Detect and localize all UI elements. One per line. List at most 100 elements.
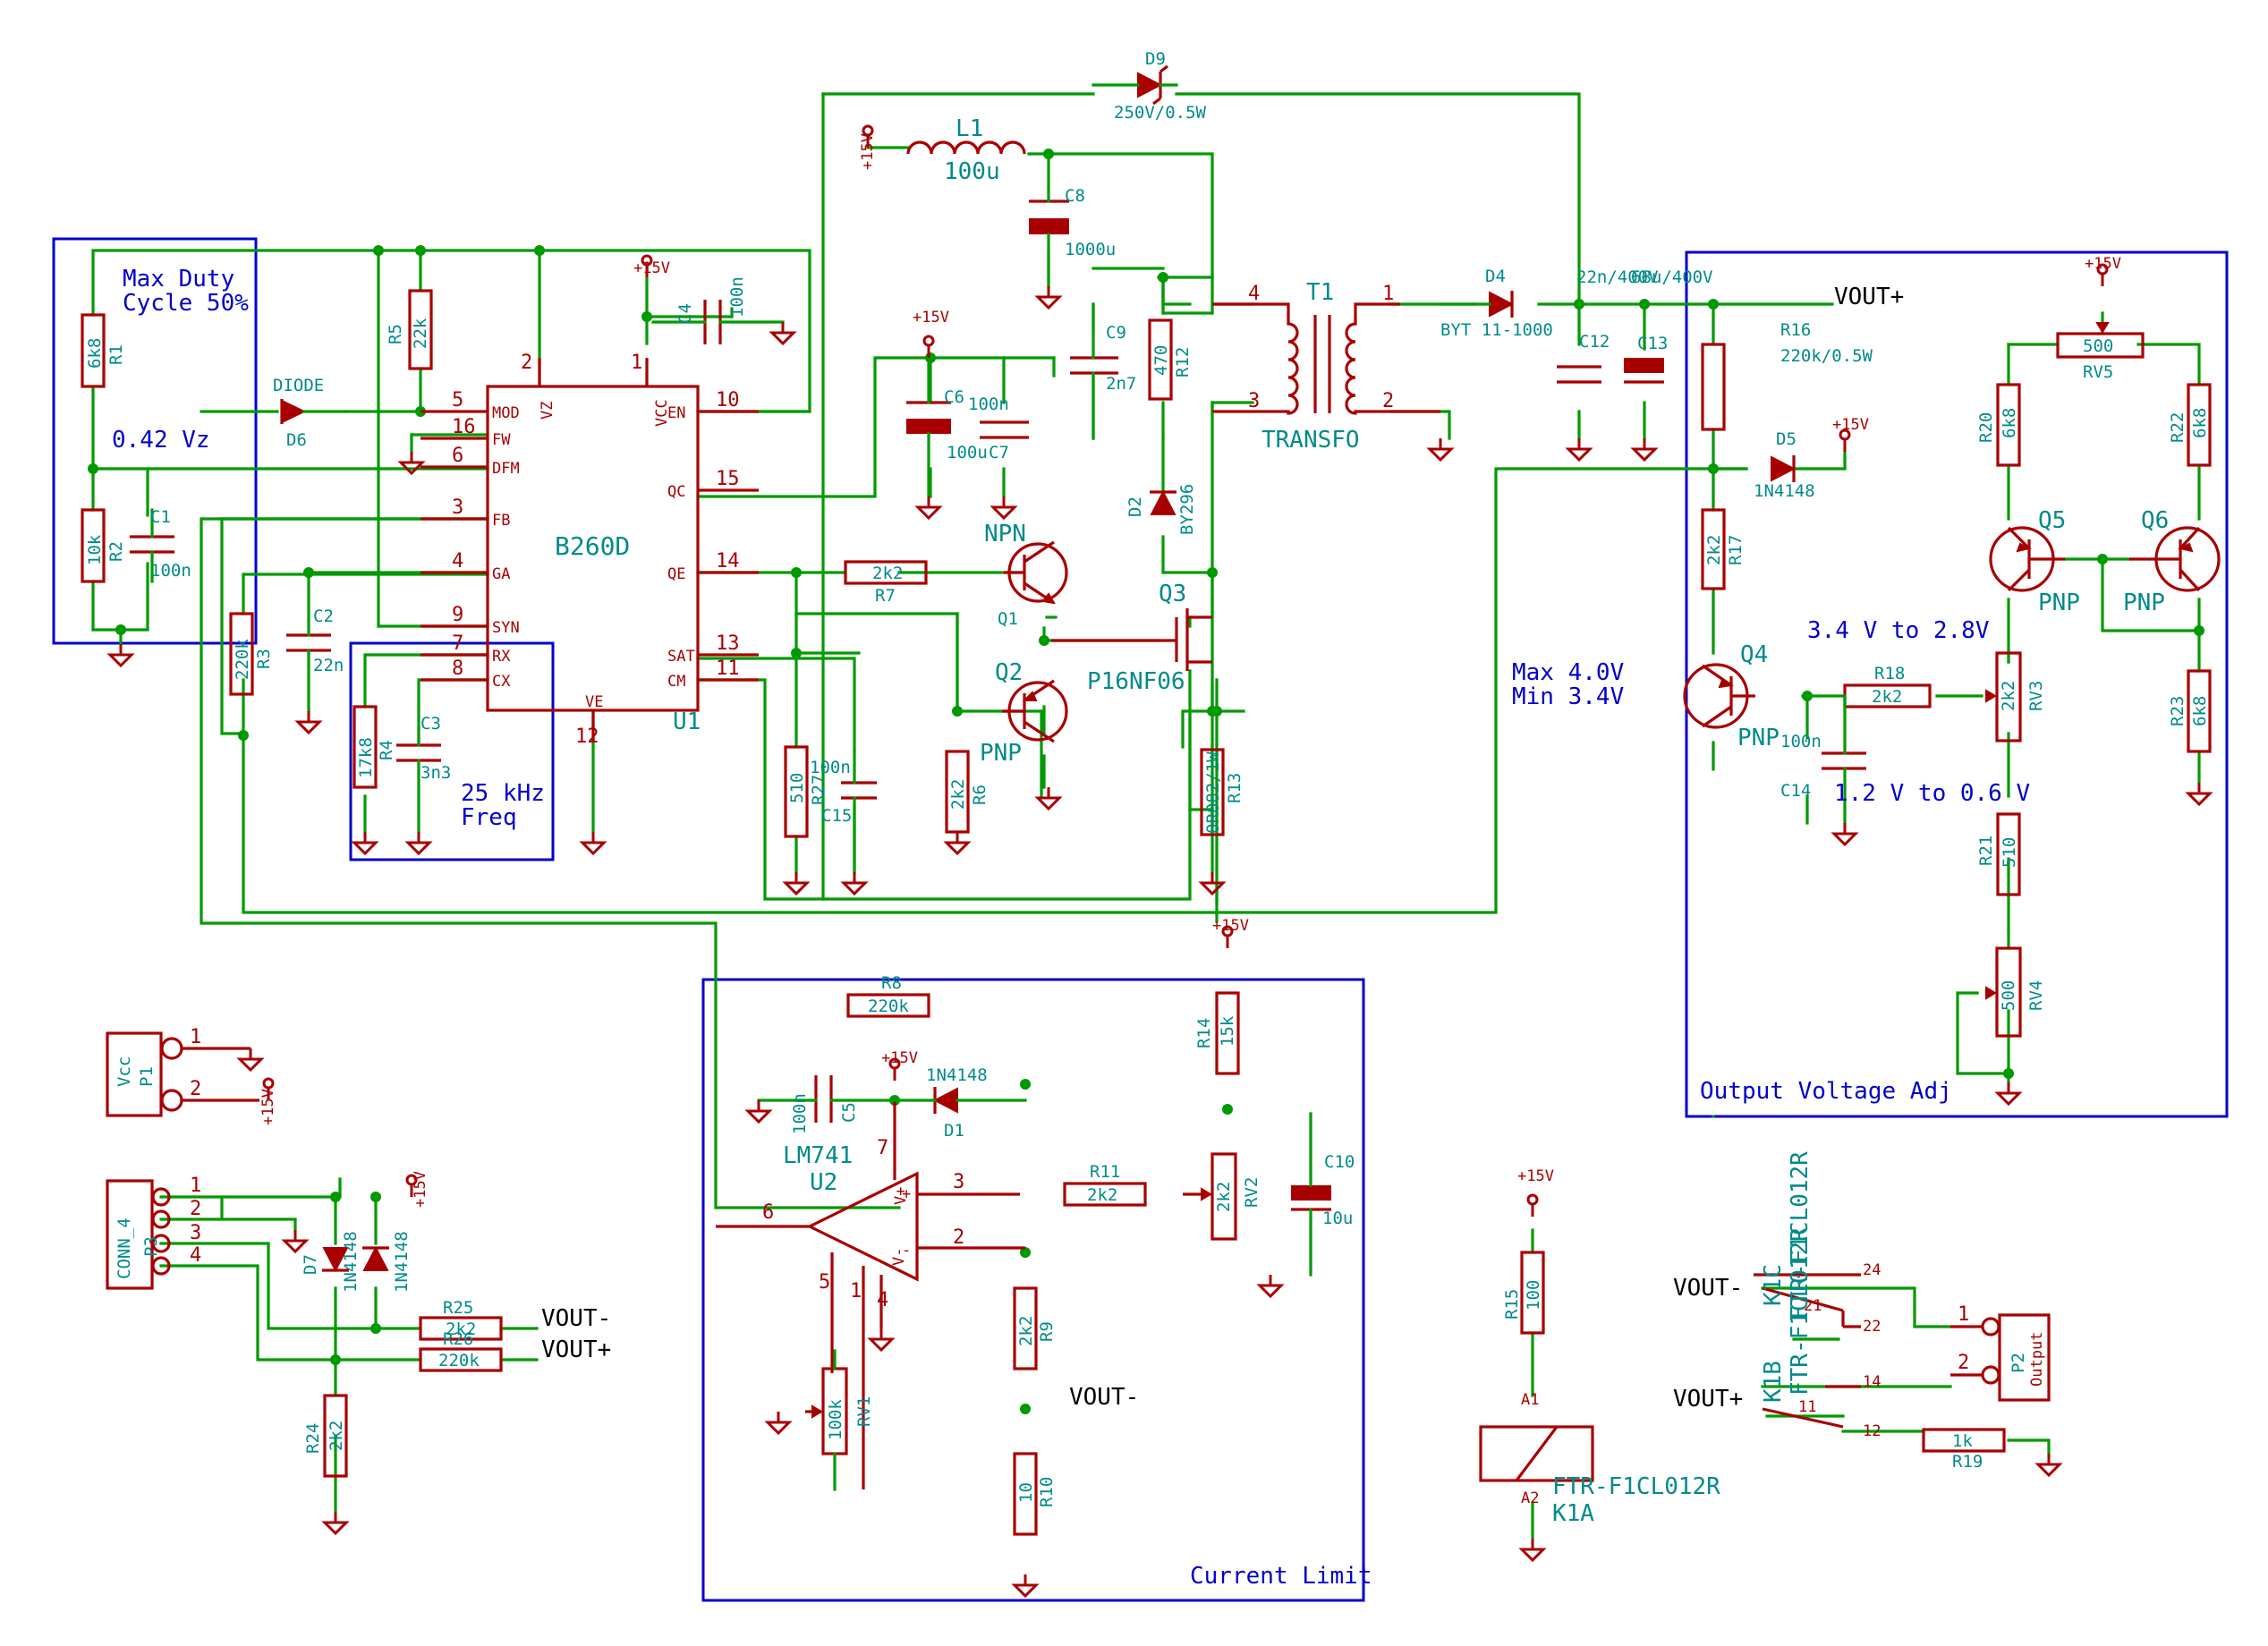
q3-value: P16NF06 — [1087, 668, 1185, 695]
k1b-ref: K1B — [1760, 1361, 1787, 1403]
pwr-label-9: +15V — [259, 1089, 277, 1125]
r4-value: 17k8 — [356, 737, 376, 778]
rv3-ref: RV3 — [2026, 681, 2046, 711]
note-v-range-2: 1.2 V to 0.6 V — [1834, 780, 2030, 807]
note-freq-2: Freq — [461, 804, 517, 831]
r24-ref: R24 — [303, 1423, 323, 1454]
d8-value-left: 1N4148 — [341, 1231, 361, 1293]
k1b-pin-14: 14 — [1863, 1373, 1881, 1391]
u2-name: LM741 — [783, 1142, 853, 1169]
p1-ref: P1 — [137, 1066, 157, 1087]
note-current-limit: Current Limit — [1190, 1563, 1372, 1590]
r5-ref: R5 — [386, 324, 405, 344]
pwr-label-1: +15V — [633, 259, 670, 277]
r3-body — [229, 612, 254, 696]
c10-value: 10u — [1322, 1209, 1353, 1228]
u1-pin-5: 5 — [452, 389, 463, 412]
r16-ref: R16 — [1780, 320, 1811, 340]
pwr-label-3: +15V — [859, 133, 877, 170]
u2-minus-sign: - — [902, 1242, 911, 1260]
note-cycle: Cycle 50% — [123, 290, 249, 317]
c6-ref: C6 — [944, 387, 964, 407]
k1b-pin-11: 11 — [1798, 1398, 1816, 1416]
r4-ref: R4 — [377, 740, 396, 760]
r20-ref: R20 — [1976, 412, 1996, 443]
d2-ref: D2 — [1126, 496, 1145, 517]
connectors: 1 2 Vcc P1 1 2 3 4 CONN_4 P3 1 2 P2 Outp… — [106, 1026, 2051, 1402]
note-freq-1: 25 kHz — [461, 780, 545, 807]
u1-pin-name-qc: QC — [667, 483, 685, 501]
u1-pin-name-fw: FW — [492, 431, 511, 449]
r9-ref: R9 — [1037, 1321, 1057, 1342]
u1-pin-9: 9 — [452, 604, 463, 626]
d4-ref: D4 — [1485, 267, 1506, 286]
r15-value: 100 — [1524, 1280, 1543, 1311]
q6-ref: Q6 — [2141, 507, 2169, 534]
r1-value: 6k8 — [85, 338, 105, 369]
c5-value: 100n — [790, 1093, 810, 1134]
note-v-range-1: 3.4 V to 2.8V — [1807, 617, 1990, 644]
u2-pin-2: 2 — [953, 1226, 964, 1249]
rv1-value: 100k — [826, 1399, 845, 1440]
r13-ref: R13 — [1225, 773, 1244, 803]
note-vz: 0.42 Vz — [112, 427, 210, 454]
d9-ref: D9 — [1145, 49, 1166, 69]
p3-ref: P3 — [141, 1236, 161, 1257]
c14-value: 100n — [1780, 732, 1822, 751]
u2-pin-1: 1 — [850, 1280, 862, 1302]
r2-body — [81, 508, 106, 583]
u1-pin-15: 15 — [716, 468, 740, 490]
u1-pin-6: 6 — [452, 445, 463, 467]
c2-ref: C2 — [313, 607, 334, 626]
c5-ref: C5 — [839, 1102, 859, 1123]
r7-value: 2k2 — [872, 564, 903, 583]
rv5-value: 500 — [2083, 336, 2113, 356]
rv5-ref: RV5 — [2083, 362, 2113, 382]
k1a-pin-a1: A1 — [1521, 1391, 1539, 1409]
k1a-part: FTR-F1CL012R — [1552, 1473, 1720, 1500]
u1-pin-ve: VE — [585, 693, 603, 711]
d6-value: DIODE — [273, 376, 324, 395]
r20-body — [1996, 383, 2021, 467]
c9-ref: C9 — [1106, 323, 1126, 343]
c13-value: 68u/400V — [1631, 267, 1713, 287]
r9-value: 2k2 — [1016, 1316, 1036, 1346]
u1-pin-13: 13 — [716, 632, 740, 655]
r6-ref: R6 — [970, 785, 990, 805]
c3-value: 3n3 — [420, 763, 451, 783]
r5-value: 22k — [411, 318, 430, 349]
r14-ref: R14 — [1194, 1018, 1214, 1048]
relay: A1 A2 FTR-F1CL012R K1A 24 22 21 K1C FTR-… — [1479, 1151, 1881, 1527]
u1-pin-12: 12 — [575, 725, 599, 748]
u1-pin-8: 8 — [452, 658, 463, 680]
p3-name: CONN_4 — [115, 1218, 134, 1279]
u1-pin-name-cx: CX — [492, 673, 511, 691]
u1-pin-name-rx: RX — [492, 648, 511, 666]
transformer-t1: 4 3 1 2 T1 TRANSFO — [1212, 279, 1440, 454]
rv1-ref: RV1 — [854, 1396, 874, 1427]
p3-pin-4: 4 — [190, 1244, 201, 1267]
u1-ref: U1 — [673, 708, 701, 735]
r25-ref: R25 — [443, 1298, 473, 1318]
rv2-value: 2k2 — [1214, 1182, 1234, 1212]
rv4-value: 500 — [1999, 980, 2018, 1011]
q2-ref: Q2 — [995, 659, 1023, 686]
d1-ref: D1 — [944, 1121, 964, 1141]
q5-type: PNP — [2038, 590, 2080, 616]
c1-value: 100n — [150, 561, 191, 581]
annotations: Max Duty Cycle 50% 0.42 Vz 25 kHz Freq M… — [112, 266, 2030, 1590]
u2-vminus: V- — [890, 1248, 908, 1266]
r17-value: 2k2 — [1704, 535, 1724, 565]
r19-ref: R19 — [1952, 1452, 1983, 1472]
r3-value: 220k — [233, 639, 252, 680]
c4-value: 100n — [727, 276, 747, 318]
t1-name: TRANSFO — [1261, 427, 1360, 454]
c9-value: 2n7 — [1106, 374, 1136, 394]
r5-body — [408, 289, 433, 370]
junction-dots — [88, 148, 2204, 1414]
relay-coil — [1479, 1425, 1594, 1482]
u1-pin-name-syn: SYN — [492, 619, 520, 637]
u1-pin-name-fb: FB — [492, 512, 510, 530]
